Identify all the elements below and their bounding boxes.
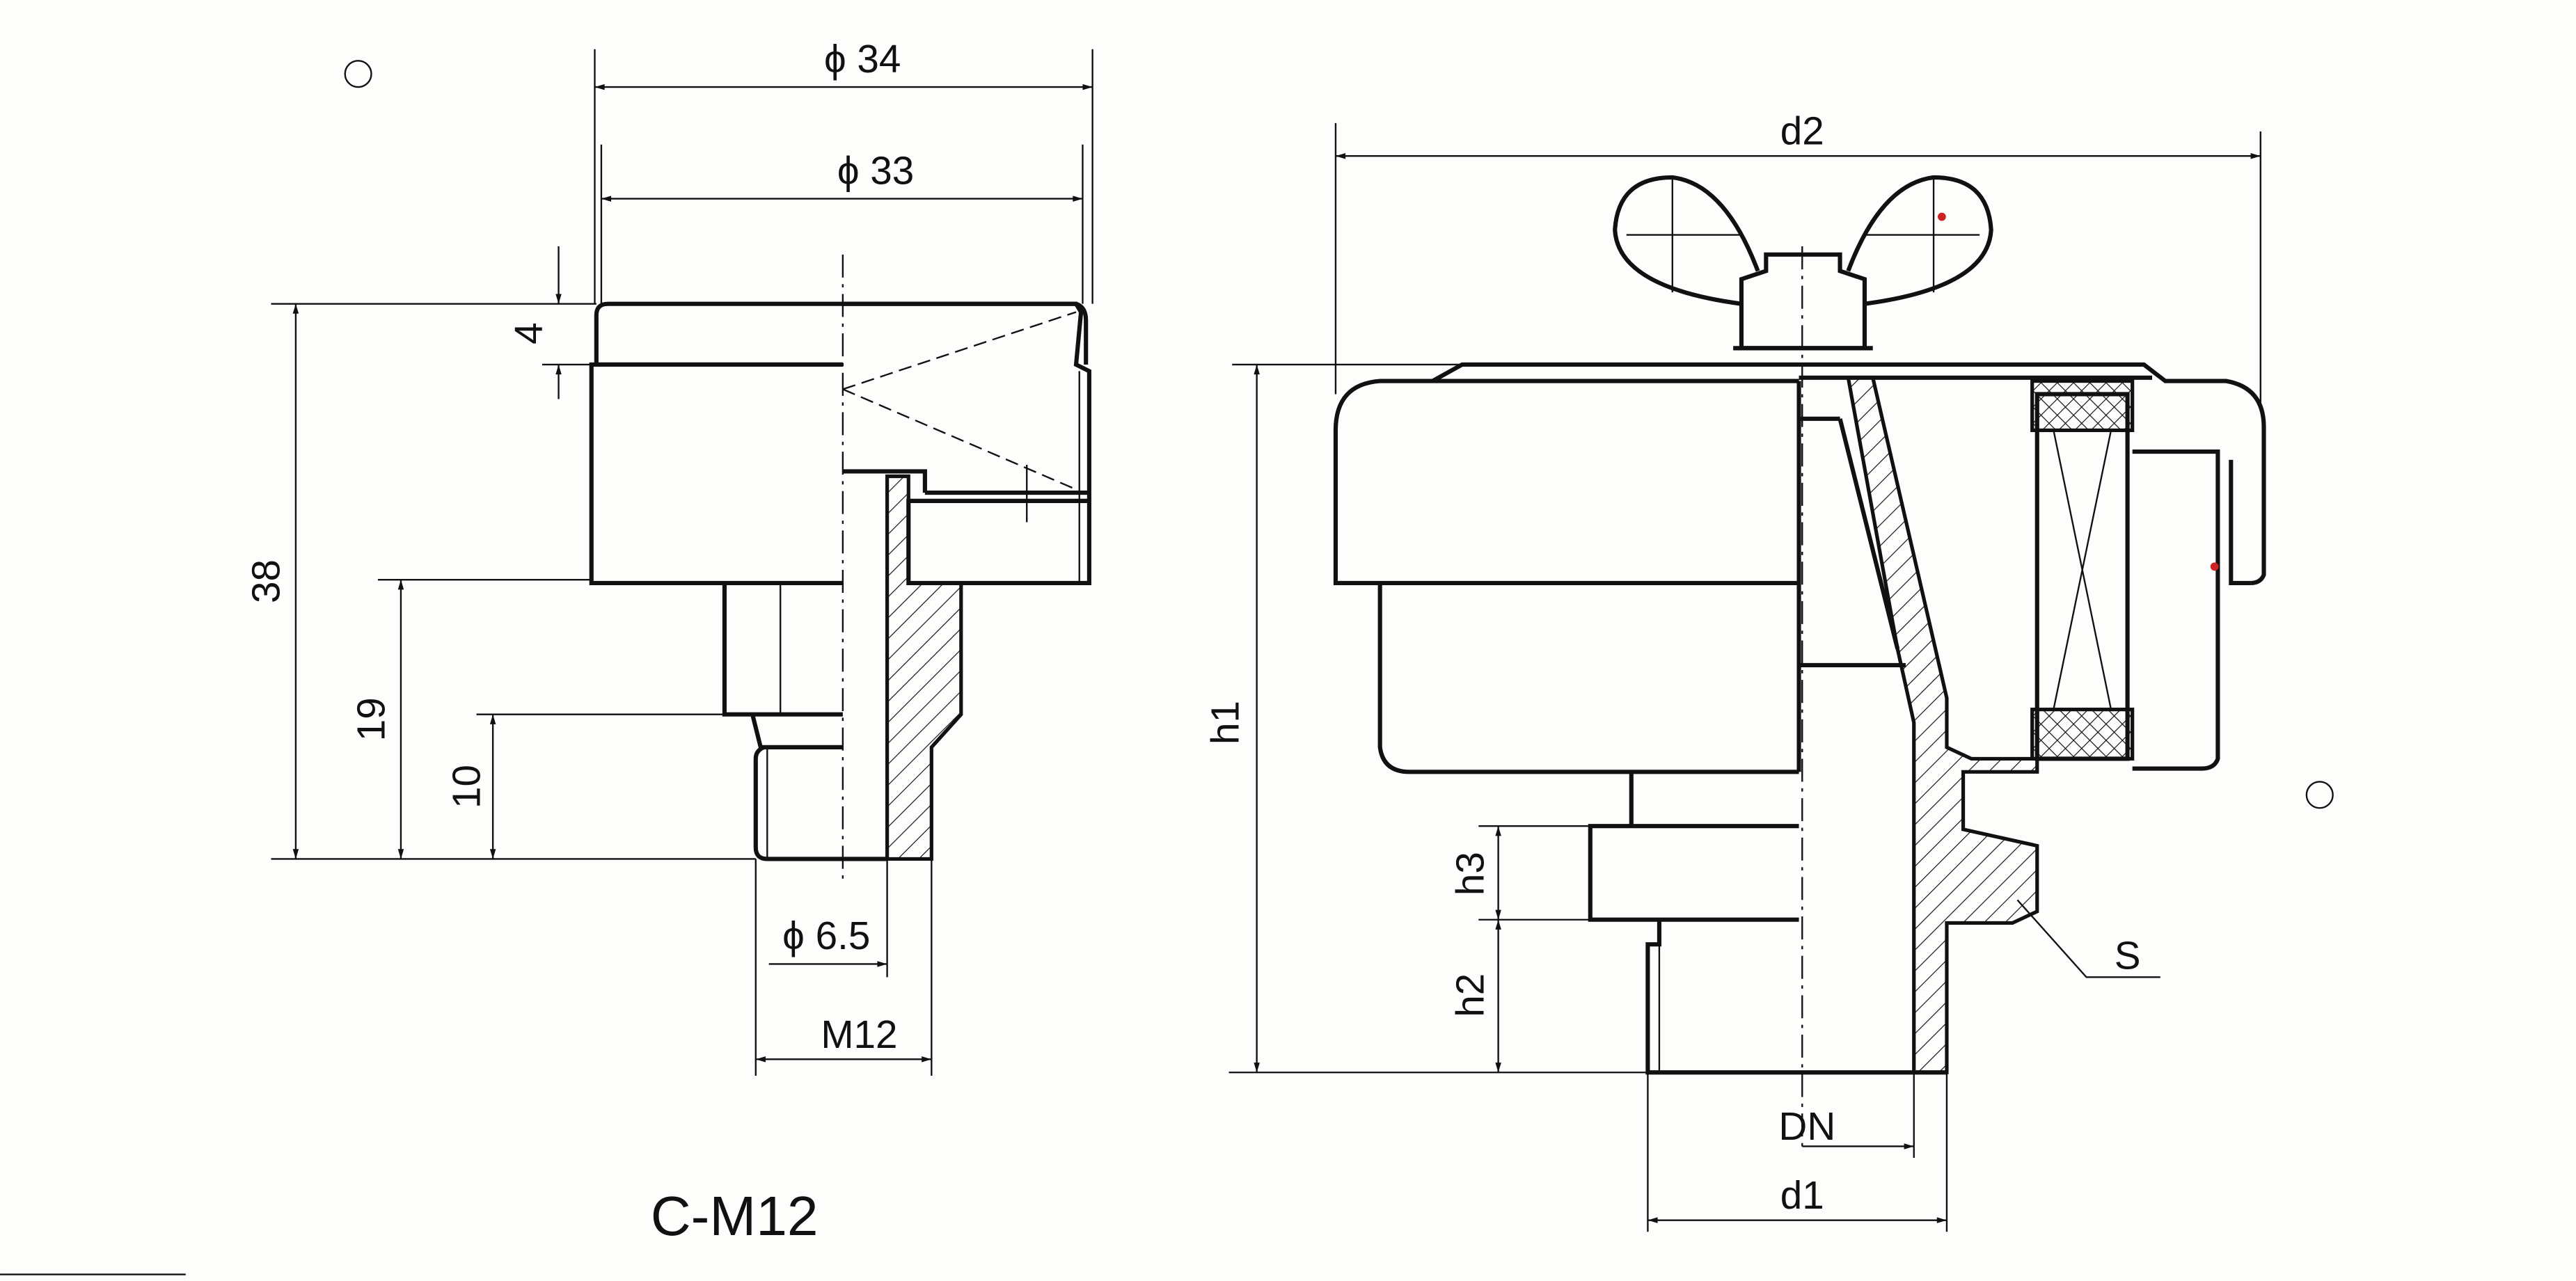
dim-phi33: ϕ 33 [837,149,914,193]
thread-outline [753,745,887,861]
hex-nut [1588,824,1799,922]
dim-19: 19 [349,697,393,741]
filter-mesh-b [2053,430,2112,710]
body-right-outline [842,301,1091,585]
stem-top [842,469,927,493]
cone-lower [842,388,1077,491]
extension-lines [271,49,1093,1076]
lid [1431,362,2266,585]
registered-mark-icon [344,60,2334,809]
extension-lines-right [1228,123,2261,1232]
marker-dot-2 [2210,562,2219,571]
filter-seal-bottom [2030,708,2135,761]
dim-phi6-5: ϕ 6.5 [782,914,870,958]
dim-38: 38 [244,559,288,603]
right-view: d2 h1 h3 h2 DN d1 S [1204,110,2266,1232]
thread-right [1645,919,1947,1075]
dim-4: 4 [507,322,551,344]
wall-edge [1838,418,1900,650]
dim-h2: h2 [1448,973,1492,1017]
filter-element [2034,392,2130,761]
dim-h1: h1 [1204,701,1248,745]
dim-d1: d1 [1780,1174,1824,1218]
dim-h3: h3 [1448,852,1492,896]
stem-left [722,582,843,717]
body-outline [589,362,843,585]
filter-seal-top [2030,379,2135,432]
dim-d2: d2 [1780,110,1824,154]
wing-nut [1613,175,1993,351]
leader-s [2016,899,2160,978]
upper-body [1333,379,1799,585]
view-title: C-M12 [651,1185,819,1248]
dim-phi34: ϕ 34 [824,38,901,81]
dim-m12: M12 [821,1013,897,1057]
dim-s: S [2115,934,2141,978]
stem-section-hatched [885,474,963,861]
sectioned-wall [1846,376,2039,1074]
dim-10: 10 [445,765,489,809]
marker-dot-1 [1937,212,1946,221]
left-view-c-m12: ϕ 34 ϕ 33 4 38 19 10 ϕ 6.5 M12 C-M12 [244,38,1093,1248]
dim-dn: DN [1778,1105,1835,1149]
outer-cover [2132,449,2220,771]
cone-upper [842,311,1077,390]
chamfer-left [750,713,843,749]
cover-shell [2229,459,2251,585]
cap-outline [594,301,1089,365]
lower-body [1377,582,1799,774]
